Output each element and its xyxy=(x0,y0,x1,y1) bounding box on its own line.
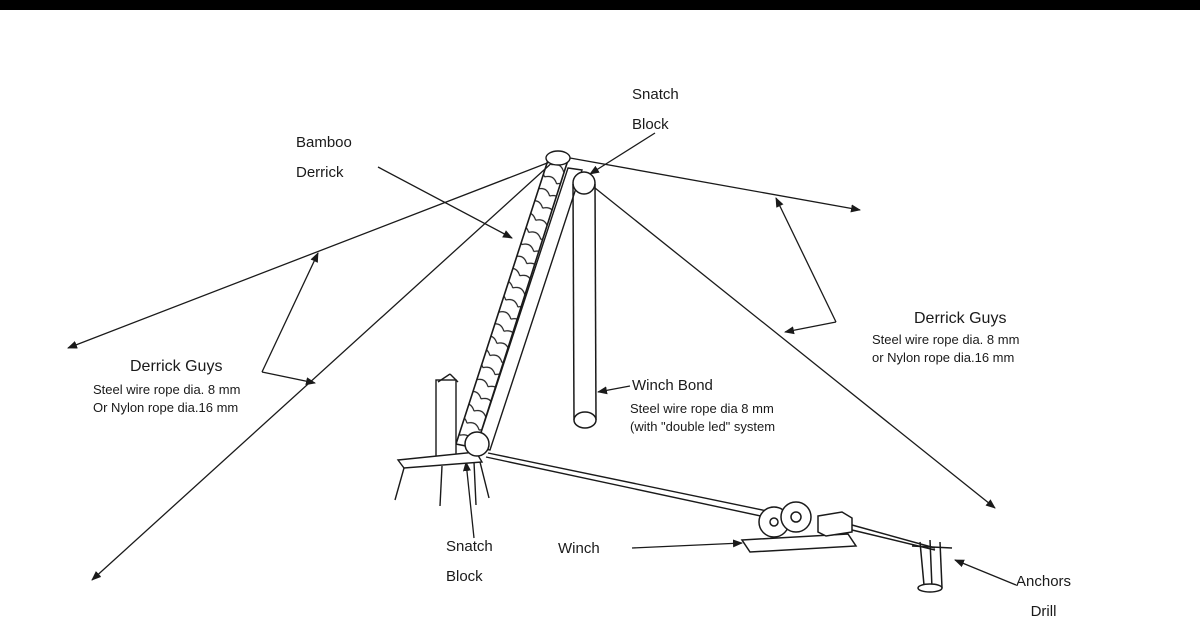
pointer-right-guy-a xyxy=(775,197,837,323)
label-derrick-guys-left-title: Derrick Guys xyxy=(130,358,223,375)
pointer-snatch-block-bottom xyxy=(462,461,475,539)
bamboo-derrick-pole xyxy=(454,150,583,451)
top-snatch-block xyxy=(572,171,597,429)
pointer-anchors xyxy=(954,559,1017,586)
guy-rope-right-upper xyxy=(569,157,861,213)
label-bamboo-derrick: Bamboo Derrick xyxy=(296,134,352,181)
pointer-winch-bond xyxy=(597,385,631,395)
label-derrick-guys-left-line2: Or Nylon rope dia.16 mm xyxy=(93,400,239,415)
winch-rope xyxy=(487,452,773,513)
pointer-left-guy-b xyxy=(261,371,316,386)
guy-rope-left-lower xyxy=(91,159,556,581)
label-snatch-block-top: Snatch Block xyxy=(632,86,679,133)
top-border xyxy=(0,0,1200,10)
derrick-base xyxy=(394,373,490,507)
pointer-right-guy-b xyxy=(784,321,837,335)
bottom-snatch-block xyxy=(464,431,490,457)
guy-rope-left-upper xyxy=(67,159,556,349)
label-derrick-guys-right-title: Derrick Guys xyxy=(914,310,1007,327)
winch-machine xyxy=(740,501,936,553)
pointer-winch xyxy=(631,539,743,549)
label-anchors-drill: Anchors Drill xyxy=(1016,573,1072,620)
label-winch-bond-line1: Steel wire rope dia 8 mm xyxy=(630,401,774,416)
pointer-bamboo-derrick xyxy=(377,166,513,239)
pointer-left-guy-a xyxy=(261,252,319,373)
label-snatch-block-bottom: Snatch Block xyxy=(446,538,493,585)
guy-rope-right-lower xyxy=(584,179,996,509)
label-winch-bond-line2: (with "double led" system xyxy=(630,419,776,434)
label-derrick-guys-right-line2: or Nylon rope dia.16 mm xyxy=(872,350,1015,365)
label-winch-bond-title: Winch Bond xyxy=(632,377,713,394)
anchors-drill xyxy=(911,539,953,593)
pointer-snatch-block-top xyxy=(589,132,656,175)
label-derrick-guys-right-line1: Steel wire rope dia. 8 mm xyxy=(872,332,1020,347)
label-winch: Winch xyxy=(558,540,600,557)
label-derrick-guys-left-line1: Steel wire rope dia. 8 mm xyxy=(93,382,241,397)
